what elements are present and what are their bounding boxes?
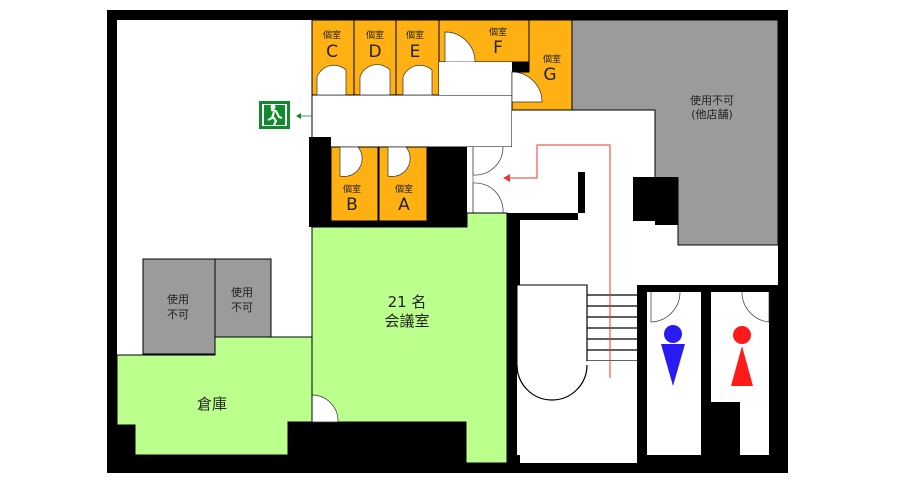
private-room-a[interactable]: 個室 A [378,146,428,222]
svg-text:個室: 個室 [366,29,384,41]
svg-text:個室: 個室 [323,29,341,41]
private-room-d[interactable]: 個室 D [353,19,397,96]
svg-text:個室: 個室 [489,26,507,38]
svg-text:使用: 使用 [167,293,189,306]
svg-text:C: C [326,42,338,62]
men-restroom-icon [661,325,685,386]
women-restroom-icon [731,326,753,386]
evacuation-route [503,144,611,378]
stairwell [516,284,637,463]
storage-room[interactable] [116,336,313,456]
storage-label: 倉庫 [197,395,227,413]
private-room-f[interactable]: 個室 F [438,19,530,63]
svg-text:個室: 個室 [543,53,561,65]
unusable-area-2: 使用 不可 [214,258,272,338]
svg-text:D: D [368,42,381,62]
unusable-area-1: 使用 不可 [142,258,216,355]
svg-text:G: G [543,65,556,85]
private-room-b[interactable]: 個室 B [330,146,379,222]
private-room-e[interactable]: 個室 E [395,19,440,96]
svg-text:不可: 不可 [231,301,253,314]
emergency-exit-sign-icon [259,101,290,129]
meeting-room[interactable] [311,212,508,464]
exit-direction-arrow [296,113,312,119]
private-room-g[interactable]: 個室 G [511,19,573,111]
svg-text:E: E [410,42,421,62]
other-store-sublabel: (他店舗) [691,107,733,121]
svg-text:使用: 使用 [231,286,253,299]
svg-text:個室: 個室 [343,183,361,195]
private-room-c[interactable]: 個室 C [311,19,355,96]
svg-text:B: B [346,195,358,215]
svg-text:A: A [398,195,410,215]
meeting-room-label: 会議室 [384,312,429,330]
other-store-label: 使用不可 [690,94,734,107]
meeting-room-capacity: 21 名 [388,293,427,311]
svg-text:個室: 個室 [406,29,424,41]
svg-text:F: F [493,38,503,58]
svg-text:不可: 不可 [167,308,189,321]
svg-text:個室: 個室 [395,183,413,195]
